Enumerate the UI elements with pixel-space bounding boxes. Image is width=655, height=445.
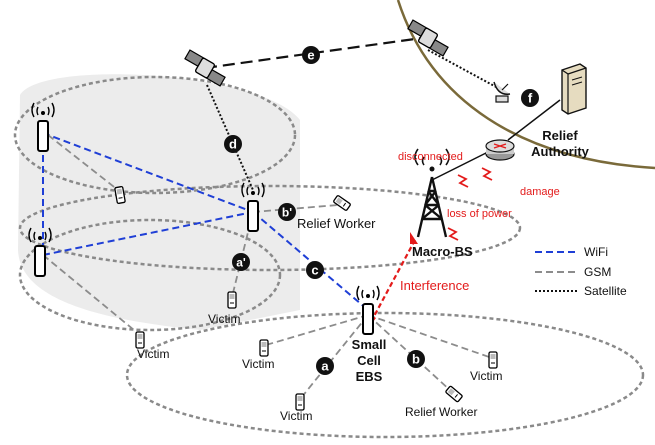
marker-b: b bbox=[407, 350, 425, 368]
tower-small-cell bbox=[356, 285, 380, 335]
marker-b-prime: b' bbox=[278, 203, 296, 221]
legend-gsm-label: GSM bbox=[584, 265, 611, 279]
damage-label: damage bbox=[520, 186, 560, 198]
coverage-ellipse-top-left bbox=[13, 75, 297, 195]
interference-arrow-top bbox=[410, 232, 418, 244]
victim-bl-label: Victim bbox=[242, 357, 274, 371]
coverage-ellipse-left bbox=[18, 218, 282, 332]
coverage-ellipses bbox=[13, 75, 645, 439]
phone-icon-victim-mid bbox=[227, 291, 237, 309]
marker-f-label: f bbox=[528, 91, 533, 106]
phone-icon-relief-worker-bottom bbox=[444, 385, 464, 403]
authority-links bbox=[431, 99, 561, 181]
coverage-ellipse-bottom bbox=[125, 311, 645, 439]
legend: WiFi GSM Satellite bbox=[535, 245, 627, 298]
interference-link bbox=[371, 239, 416, 321]
relief-worker-top-label: Relief Worker bbox=[297, 216, 376, 231]
marker-e-label: e bbox=[307, 48, 314, 63]
satellite-link-f bbox=[427, 49, 499, 89]
victim-bc-label: Victim bbox=[280, 409, 312, 423]
victim-mid-label: Victim bbox=[208, 312, 240, 326]
marker-f: f bbox=[521, 89, 539, 107]
victim-br-label: Victim bbox=[470, 369, 502, 383]
wifi-links bbox=[42, 132, 369, 311]
relief-authority-label-1: Relief bbox=[542, 128, 578, 143]
marker-b-prime-label: b' bbox=[282, 206, 292, 220]
small-cell-label-1: Small bbox=[352, 337, 387, 352]
marker-d-label: d bbox=[229, 137, 237, 152]
earth-curve bbox=[396, 0, 655, 170]
marker-a-prime: a' bbox=[232, 253, 250, 271]
satellite-dish-icon bbox=[493, 81, 511, 103]
wifi-link-3 bbox=[42, 211, 254, 256]
relief-worker-bottom-label: Relief Worker bbox=[405, 405, 477, 419]
router-icon bbox=[485, 139, 515, 161]
relief-authority-label-2: Authority bbox=[531, 144, 590, 159]
small-cell-label-3: EBS bbox=[356, 369, 383, 384]
legend-wifi-label: WiFi bbox=[584, 245, 608, 259]
phone-icon-victim-left bbox=[135, 331, 145, 349]
bolt-damage bbox=[481, 167, 493, 181]
marker-b-label: b bbox=[412, 352, 420, 367]
legend-satellite-label: Satellite bbox=[584, 284, 627, 298]
phone-icon-victim-bc bbox=[295, 393, 305, 411]
small-cell-label-2: Cell bbox=[357, 353, 381, 368]
marker-d: d bbox=[224, 135, 242, 153]
macro-bs-label: Macro-BS bbox=[412, 244, 473, 259]
macro-bs-tower bbox=[414, 148, 450, 238]
coverage-ellipse-middle bbox=[18, 184, 522, 272]
marker-c: c bbox=[306, 261, 324, 279]
server-icon bbox=[561, 63, 587, 115]
marker-a-label: a bbox=[321, 359, 329, 374]
marker-e: e bbox=[302, 46, 320, 64]
wifi-link-2 bbox=[42, 132, 254, 213]
phone-icon-relief-worker-top bbox=[332, 194, 352, 212]
interference-label: Interference bbox=[400, 278, 469, 293]
bolt-disconnected bbox=[457, 174, 469, 188]
damage-bolts bbox=[447, 167, 493, 241]
loss-of-power-label: loss of power bbox=[447, 208, 512, 220]
victim-left-label: Victim bbox=[137, 347, 169, 361]
marker-a: a bbox=[316, 357, 334, 375]
bolt-loss-of-power bbox=[447, 227, 459, 241]
disconnected-label: disconnected bbox=[398, 151, 463, 163]
phone-icon-victim-br bbox=[488, 351, 498, 369]
wifi-link-c bbox=[252, 211, 369, 311]
phone-icon-victim-bl bbox=[259, 339, 269, 357]
marker-c-label: c bbox=[311, 263, 318, 278]
marker-a-prime-label: a' bbox=[236, 256, 246, 270]
